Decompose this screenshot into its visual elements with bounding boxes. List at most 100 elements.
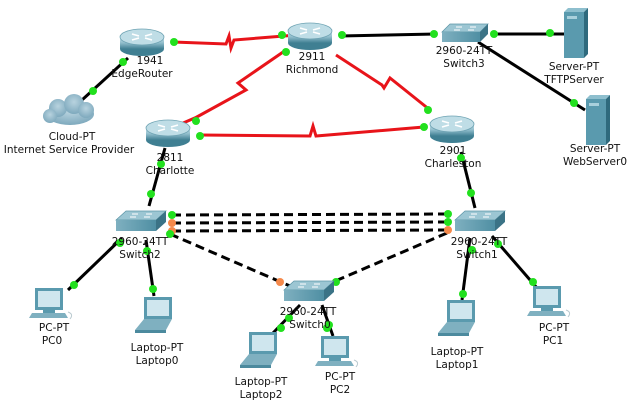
- port-blocking-dot: [276, 278, 284, 286]
- link-edgerouter-richmond[interactable]: [172, 30, 298, 54]
- link-charleston-switch1[interactable]: [459, 151, 477, 209]
- switch-switch3[interactable]: 2960-24TT Switch3: [436, 23, 493, 70]
- cloud-name-label: Internet Service Provider: [4, 144, 135, 156]
- router-charleston[interactable]: 2901 Charleston: [425, 115, 482, 170]
- link-switch2-switch1-b[interactable]: [171, 220, 451, 225]
- router-icon: [145, 119, 191, 147]
- router-charlotte[interactable]: 2811 Charlotte: [145, 119, 195, 177]
- port-up-dot: [468, 246, 476, 254]
- switch-icon: [454, 210, 506, 231]
- pc-model-label: PC-PT: [539, 322, 570, 334]
- router-icon: [119, 28, 165, 56]
- laptop-name-label: Laptop2: [240, 389, 283, 401]
- laptop-laptop1[interactable]: Laptop-PT Laptop1: [431, 300, 484, 371]
- port-up-dot: [424, 106, 432, 114]
- port-up-dot: [89, 87, 97, 95]
- router-model-label: 2811: [157, 152, 184, 164]
- port-up-dot: [196, 132, 204, 140]
- link-switch0-pc2[interactable]: [320, 304, 335, 337]
- switch-model-label: 2960-24TT: [280, 306, 337, 318]
- switch-name-label: Switch0: [289, 319, 330, 331]
- port-up-dot: [143, 247, 151, 255]
- laptop-name-label: Laptop1: [436, 359, 479, 371]
- server-icon: [564, 8, 588, 58]
- router-model-label: 2901: [440, 145, 467, 157]
- laptop-laptop2[interactable]: Laptop-PT Laptop2: [235, 332, 288, 401]
- link-switch2-pc0[interactable]: [66, 236, 124, 292]
- port-up-dot: [457, 154, 465, 162]
- port-up-dot: [166, 230, 174, 238]
- port-up-dot: [459, 290, 467, 298]
- laptop-laptop0[interactable]: Laptop-PT Laptop0: [131, 297, 184, 367]
- port-indicators: [70, 29, 578, 332]
- router-name-label: EdgeRouter: [111, 68, 173, 80]
- laptop-model-label: Laptop-PT: [131, 342, 184, 354]
- port-up-dot: [338, 31, 346, 39]
- cloud-icon: [43, 94, 94, 125]
- switch-model-label: 2960-24TT: [436, 45, 493, 57]
- router-icon: [287, 22, 333, 50]
- port-up-dot: [285, 314, 293, 322]
- port-up-dot: [444, 210, 452, 218]
- switch-name-label: Switch1: [456, 249, 497, 261]
- pc-name-label: PC2: [330, 384, 350, 396]
- port-up-dot: [116, 239, 124, 247]
- switch-model-label: 2960-24TT: [451, 236, 508, 248]
- router-name-label: Richmond: [286, 64, 339, 76]
- pc-name-label: PC0: [42, 335, 62, 347]
- port-up-dot: [277, 324, 285, 332]
- router-icon: [429, 115, 475, 143]
- laptop-name-label: Laptop0: [136, 355, 179, 367]
- pc-pc1[interactable]: PC-PT PC1: [527, 286, 571, 347]
- laptop-model-label: Laptop-PT: [431, 346, 484, 358]
- port-up-dot: [570, 99, 578, 107]
- port-up-dot: [119, 58, 127, 66]
- laptop-model-label: Laptop-PT: [235, 376, 288, 388]
- link-richmond-switch3[interactable]: [339, 32, 437, 38]
- pc-name-label: PC1: [543, 335, 563, 347]
- link-switch2-switch1-c[interactable]: [171, 228, 451, 233]
- server-icon: [586, 95, 610, 145]
- link-switch1-switch0[interactable]: [332, 231, 448, 284]
- port-up-dot: [168, 211, 176, 219]
- switch-icon: [115, 210, 167, 231]
- link-switch2-switch0[interactable]: [169, 232, 291, 288]
- port-up-dot: [192, 117, 200, 125]
- port-up-dot: [157, 160, 165, 168]
- router-edgerouter[interactable]: 1941 EdgeRouter: [111, 28, 173, 80]
- cloud-isp[interactable]: Cloud-PT Internet Service Provider: [4, 94, 135, 156]
- port-up-dot: [467, 189, 475, 197]
- port-blocking-dot: [444, 226, 452, 234]
- port-up-dot: [170, 38, 178, 46]
- server-model-label: Server-PT: [549, 61, 600, 73]
- server-tftp[interactable]: Server-PT TFTPServer: [543, 8, 604, 86]
- link-richmond-charleston[interactable]: [335, 53, 431, 112]
- router-model-label: 2911: [299, 51, 326, 63]
- router-richmond[interactable]: 2911 Richmond: [286, 22, 339, 76]
- switch-icon: [283, 280, 335, 301]
- switch-switch2[interactable]: 2960-24TT Switch2: [112, 210, 169, 261]
- port-up-dot: [420, 123, 428, 131]
- link-switch3-webserver[interactable]: [477, 40, 586, 112]
- server-name-label: TFTPServer: [543, 74, 604, 86]
- switch-switch1[interactable]: 2960-24TT Switch1: [451, 210, 508, 261]
- port-up-dot: [430, 30, 438, 38]
- pc-pc2[interactable]: PC-PT PC2: [315, 336, 359, 396]
- pc-icon: [29, 288, 73, 320]
- pc-icon: [315, 336, 359, 368]
- server-webserver0[interactable]: Server-PT WebServer0: [563, 95, 627, 168]
- laptop-icon: [240, 332, 277, 368]
- switch-model-label: 2960-24TT: [112, 236, 169, 248]
- link-charlotte-charleston[interactable]: [199, 120, 425, 138]
- laptop-icon: [438, 300, 475, 336]
- switch-switch0[interactable]: 2960-24TT Switch0: [280, 280, 337, 331]
- router-model-label: 1941: [137, 55, 164, 67]
- link-richmond-charlotte[interactable]: [166, 48, 287, 132]
- link-switch2-switch1-a[interactable]: [171, 212, 451, 217]
- switch-icon: [441, 23, 489, 42]
- pc-pc0[interactable]: PC-PT PC0: [29, 288, 73, 347]
- port-up-dot: [490, 30, 498, 38]
- switch-name-label: Switch2: [119, 249, 160, 261]
- pc-model-label: PC-PT: [325, 371, 356, 383]
